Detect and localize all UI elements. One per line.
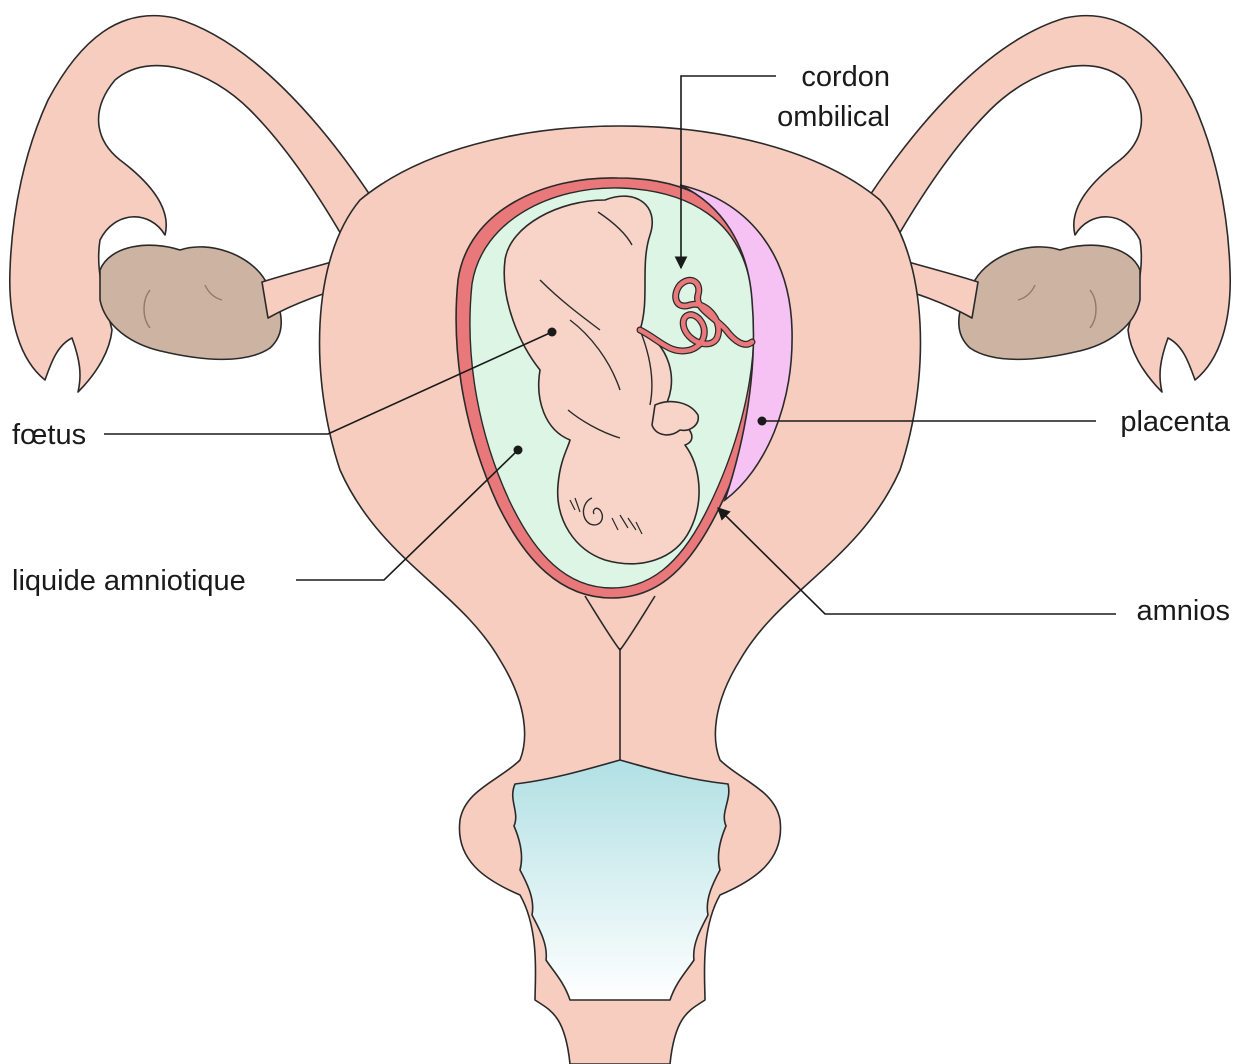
label-cordon-line1: cordon [801,61,890,93]
left-ovary [100,245,281,359]
label-foetus: fœtus [12,419,86,451]
label-cordon-line2: ombilical [777,101,890,133]
placenta-dot [758,417,767,426]
label-amnios: amnios [1137,595,1231,627]
right-ovary [959,245,1140,359]
liquide-dot [514,446,523,455]
label-liquide: liquide amniotique [12,565,246,597]
label-placenta: placenta [1120,406,1231,438]
foetus-dot [548,328,557,337]
